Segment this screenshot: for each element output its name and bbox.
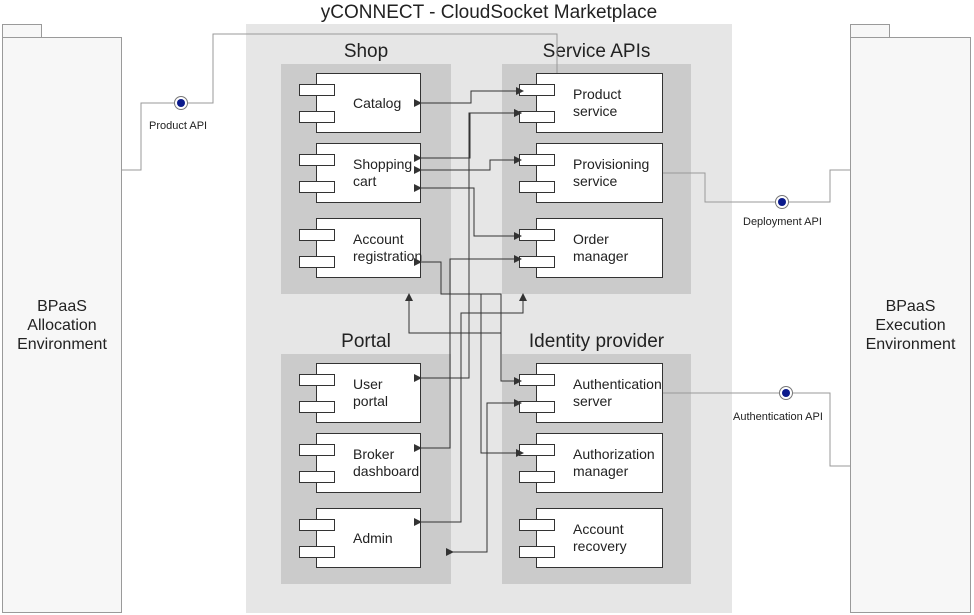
account-recovery-component[interactable]: Account recovery <box>519 508 663 568</box>
authorization-manager-component[interactable]: Authorization manager <box>519 433 663 493</box>
user-portal-product-service-connector <box>414 109 522 382</box>
product-service-component[interactable]: Product service <box>519 73 663 133</box>
component-port-icon <box>299 374 335 386</box>
component-port-icon <box>299 256 335 268</box>
admin-service-apis-connector <box>414 293 527 526</box>
authentication-api-interface-icon <box>779 386 793 400</box>
component-label: Provisioning service <box>573 156 650 189</box>
deployment-api-interface-icon <box>775 195 789 209</box>
component-port-icon <box>299 154 335 166</box>
shopping-cart-component[interactable]: Shopping cart <box>299 143 421 203</box>
shop-group-title: Shop <box>343 41 389 62</box>
component-label: Admin <box>353 529 393 546</box>
product-api-link <box>186 33 558 104</box>
component-port-icon <box>299 111 335 123</box>
authentication-api-label: Authentication API <box>733 411 823 423</box>
product-api-connector <box>122 102 175 171</box>
product-api-label: Product API <box>149 120 208 132</box>
order-manager-component[interactable]: Order manager <box>519 218 663 278</box>
component-port-icon <box>299 84 335 96</box>
portal-group-title: Portal <box>341 331 391 352</box>
product-api-interface-icon <box>174 96 188 110</box>
broker-order-manager-connector <box>414 255 522 452</box>
catalog-component[interactable]: Catalog <box>299 73 421 133</box>
cart-product-service-connector <box>414 109 522 162</box>
component-port-icon <box>299 229 335 241</box>
authorization-manager-connector <box>480 294 524 457</box>
component-port-icon <box>299 471 335 483</box>
component-label: Order manager <box>573 231 629 264</box>
admin-component[interactable]: Admin <box>299 508 421 568</box>
diagram-title: yCONNECT - CloudSocket Marketplace <box>320 2 658 23</box>
component-label: Authorization manager <box>573 446 655 479</box>
catalog-product-service-connector <box>414 87 524 107</box>
cart-provisioning-connector <box>414 156 522 174</box>
cart-order-manager-connector <box>414 184 522 240</box>
component-label: User portal <box>353 376 389 409</box>
authentication-api-connector <box>792 392 850 467</box>
left-environment: BPaaS Allocation Environment <box>2 37 122 613</box>
component-label: Product service <box>573 86 622 119</box>
component-port-icon <box>299 181 335 193</box>
registration-auth-server-connector <box>414 258 522 385</box>
user-portal-component[interactable]: User portal <box>299 363 421 423</box>
component-label: Catalog <box>353 94 402 111</box>
component-port-icon <box>299 401 335 413</box>
deployment-api-link <box>663 172 776 203</box>
deployment-api-connector <box>788 169 850 203</box>
service-apis-group-title: Service APIs <box>542 41 651 62</box>
component-label: Authentication server <box>573 376 662 409</box>
component-label: Broker dashboard <box>353 446 420 479</box>
component-label: Account registration <box>353 231 423 264</box>
component-label: Account recovery <box>573 521 627 554</box>
component-port-icon <box>299 444 335 456</box>
broker-dashboard-component[interactable]: Broker dashboard <box>299 433 421 493</box>
component-label: Shopping cart <box>353 156 413 189</box>
provisioning-service-component[interactable]: Provisioning service <box>519 143 663 203</box>
deployment-api-label: Deployment API <box>743 216 822 228</box>
right-environment: BPaaS Execution Environment <box>850 37 971 613</box>
identity-provider-group-title: Identity provider <box>528 331 665 352</box>
admin-auth-server-connector <box>446 399 522 556</box>
component-port-icon <box>299 519 335 531</box>
component-port-icon <box>299 546 335 558</box>
account-registration-component[interactable]: Account registration <box>299 218 423 278</box>
